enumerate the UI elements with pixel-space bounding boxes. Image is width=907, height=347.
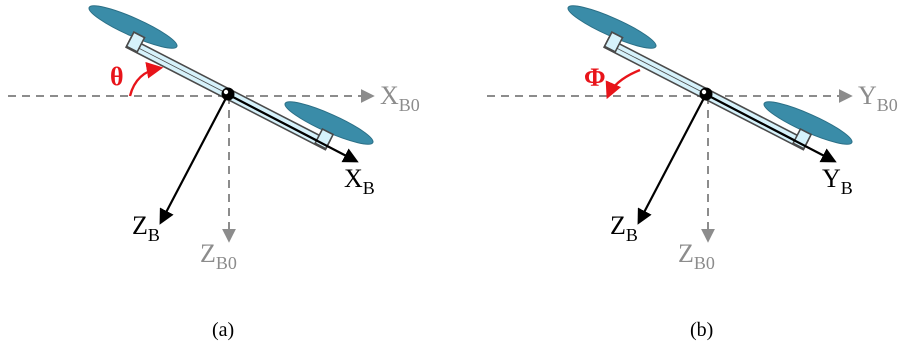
z-body-axis	[159, 97, 227, 225]
y-body-axis	[708, 95, 837, 163]
theta-arc	[128, 61, 164, 97]
z-ref-label: ZB0	[678, 239, 715, 273]
panel-b: Φ YB0 YB ZB ZB0 (b)	[487, 5, 898, 341]
y-ref-label: YB0	[858, 81, 898, 115]
propeller-left	[88, 5, 178, 49]
caption-b: (b)	[690, 319, 713, 341]
phi-arc	[605, 68, 641, 100]
z-body-axis	[637, 97, 705, 225]
center-hub	[699, 87, 713, 101]
x-body-label: XB	[344, 164, 375, 198]
z-body-label: ZB	[610, 211, 638, 245]
x-ref-label: XB0	[380, 81, 420, 115]
center-hub	[221, 87, 235, 101]
theta-label: θ	[110, 62, 124, 91]
z-ref-label: ZB0	[200, 239, 237, 273]
caption-a: (a)	[212, 319, 234, 341]
y-body-label: YB	[822, 164, 853, 198]
phi-label: Φ	[584, 63, 606, 92]
x-body-axis	[230, 95, 359, 163]
propeller-left	[567, 5, 657, 49]
panel-a: θ XB0 XB ZB ZB0 (a)	[8, 5, 420, 341]
z-body-label: ZB	[132, 211, 160, 245]
